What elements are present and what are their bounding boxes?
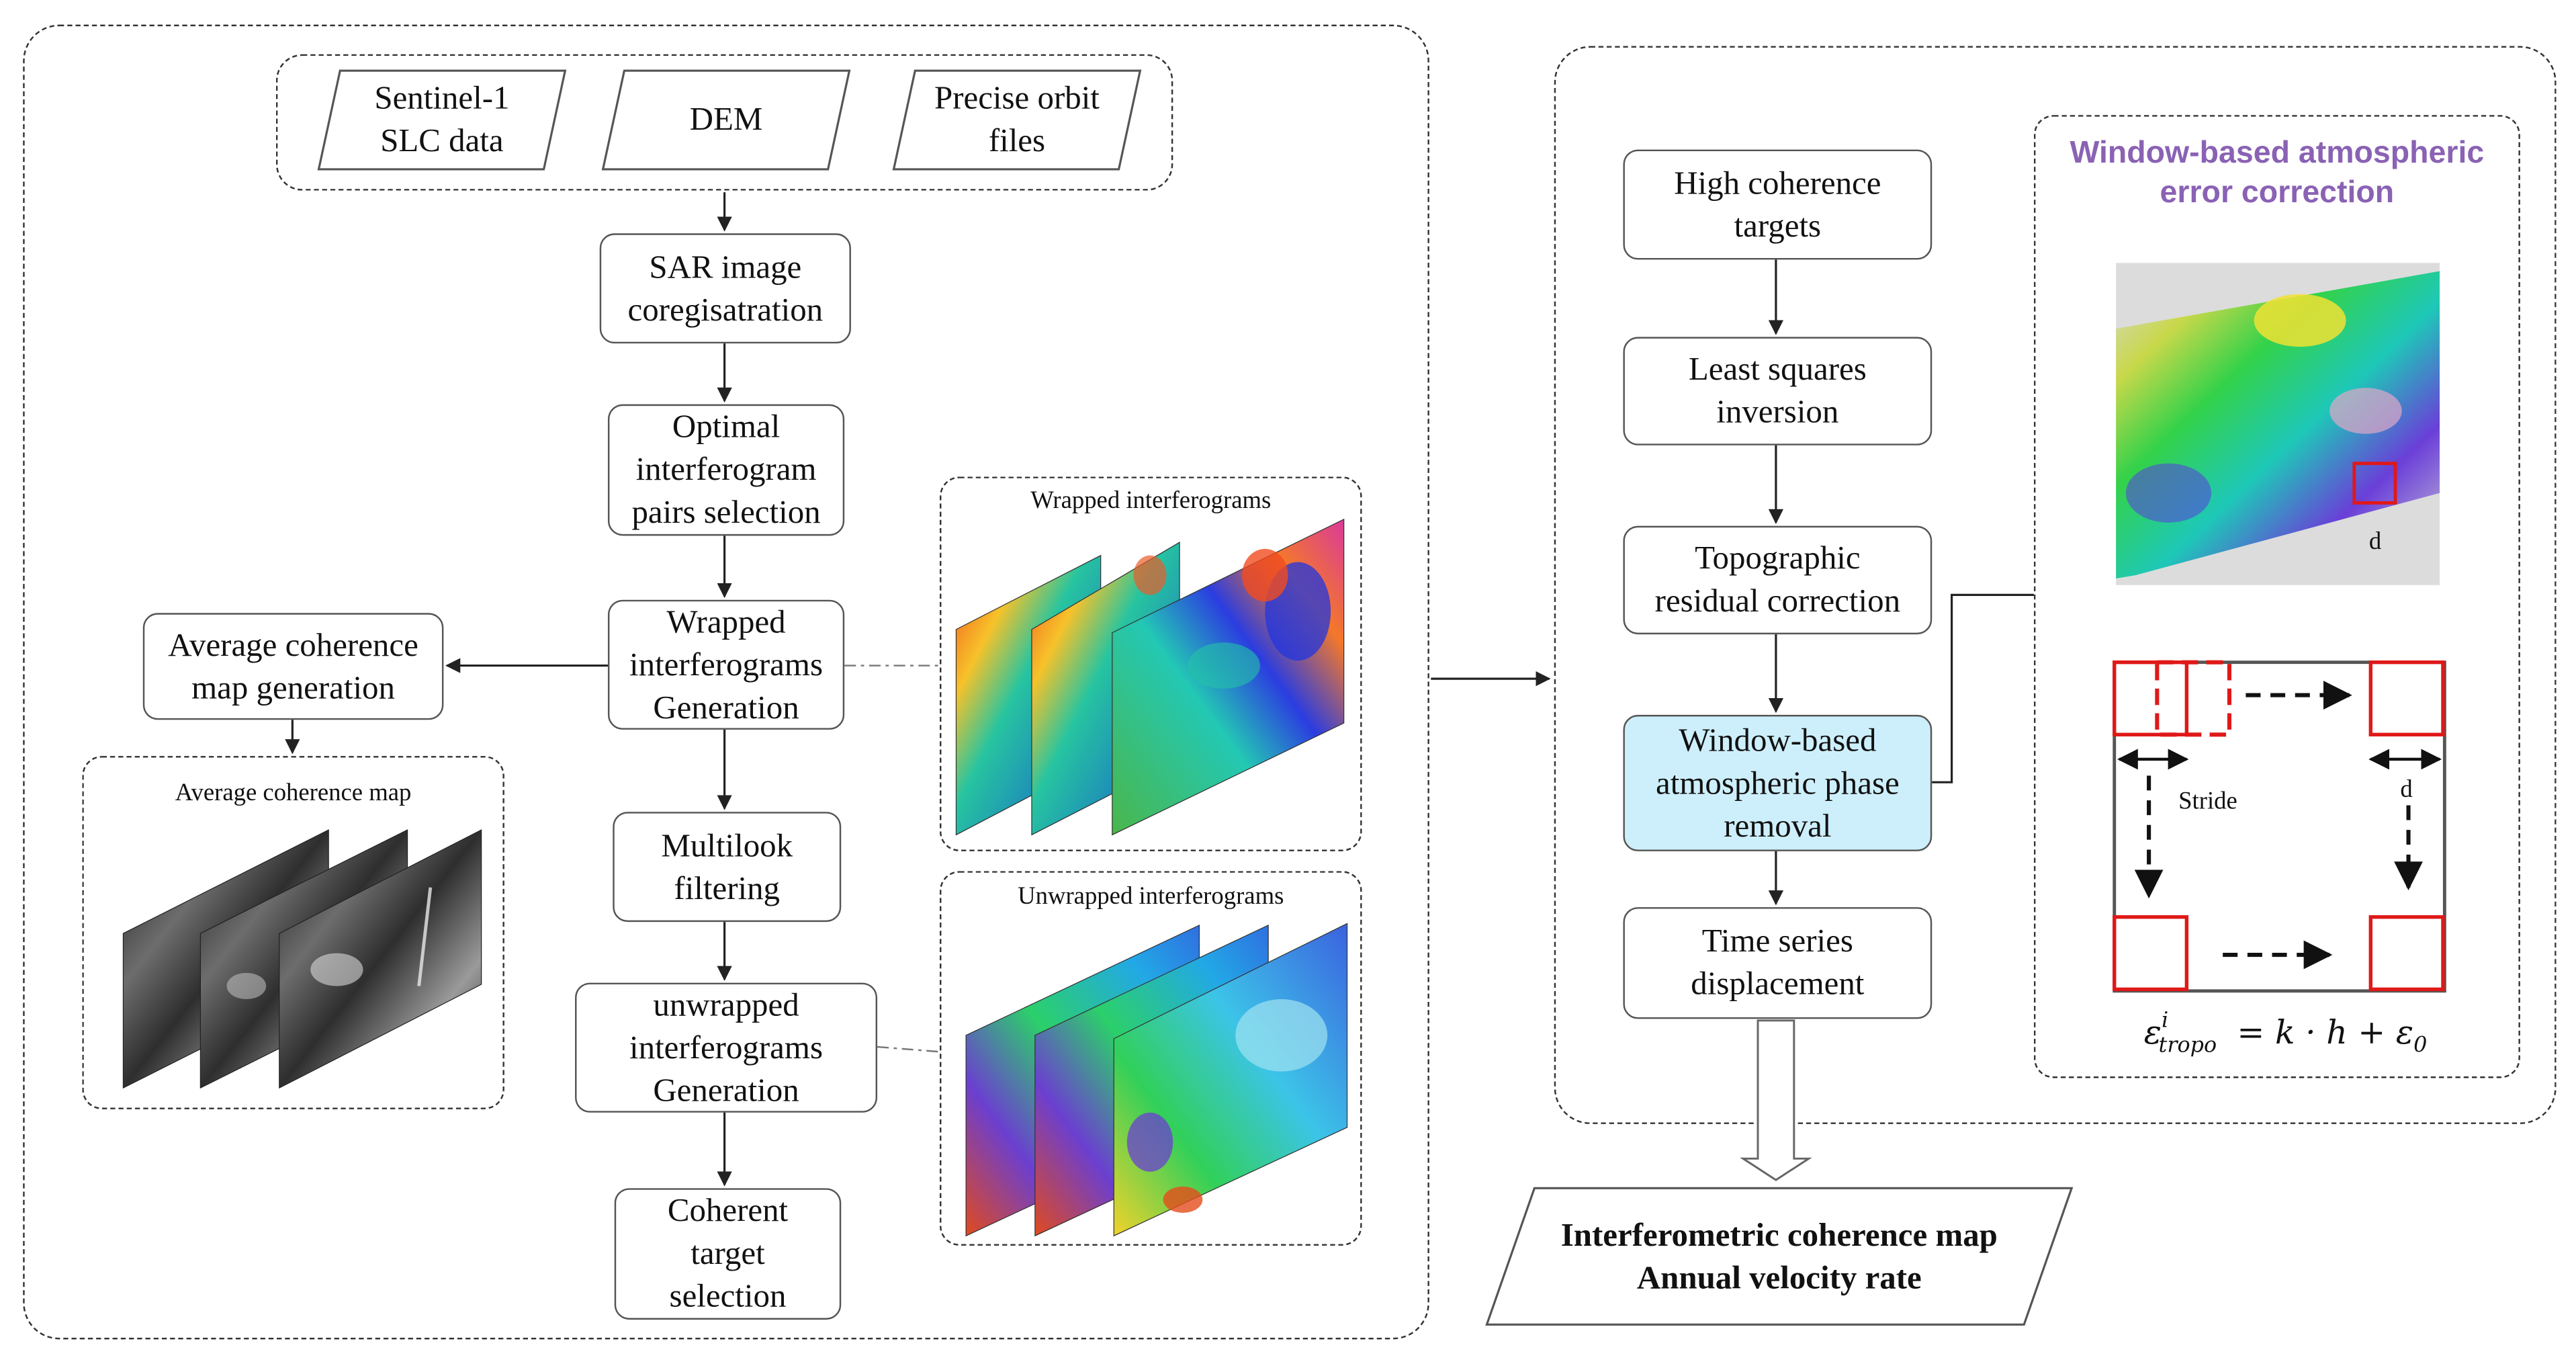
tropo-formula: εitropo = k · h + ε0 — [2143, 1009, 2428, 1059]
step-pair-selection: Optimal interferogram pairs selection — [607, 404, 845, 536]
wrapped-interferograms-frame — [939, 476, 1362, 851]
step-time-series-displacement: Time series displacement — [1623, 907, 1933, 1019]
step-average-coherence-generation: Average coherence map generation — [142, 613, 444, 720]
formula-sup: i — [2162, 1009, 2169, 1035]
step-window-atmospheric-removal: Window-based atmospheric phase removal — [1623, 714, 1933, 851]
input-sentinel1-slc: Sentinel-1 SLC data — [317, 69, 567, 171]
left-process-frame — [23, 24, 1429, 1340]
step-multilook-filtering: Multilook filtering — [613, 812, 842, 923]
formula-sub: tropo — [2158, 1033, 2217, 1059]
window-correction-title: Window-based atmospheric error correctio… — [2070, 136, 2485, 211]
input-label: Sentinel-1 SLC data — [374, 80, 510, 160]
output-results: Interferometric coherence map Annual vel… — [1485, 1187, 2074, 1326]
map-window-size-label: d — [2368, 529, 2382, 556]
input-label: Precise orbit files — [934, 80, 1100, 160]
right-process-frame — [1554, 46, 2557, 1124]
step-wrapped-generation: Wrapped interferograms Generation — [607, 599, 845, 730]
unwrapped-interferograms-frame — [939, 871, 1362, 1246]
step-topographic-residual-correction: Topographic residual correction — [1623, 525, 1933, 635]
stride-label: Stride — [2178, 788, 2237, 816]
formula-rhs: = k · h + ε — [2226, 1012, 2414, 1052]
step-unwrapped-generation: unwrapped interferograms Generation — [575, 982, 878, 1113]
window-d-label: d — [2400, 777, 2413, 804]
unwrapped-interferograms-caption: Unwrapped interferograms — [1018, 884, 1284, 910]
step-coherent-target-selection: Coherent target selection — [614, 1188, 842, 1320]
input-data-frame — [275, 54, 1173, 191]
formula-epsilon: ε — [2143, 1012, 2162, 1052]
output-label: Interferometric coherence map Annual vel… — [1560, 1217, 1998, 1296]
step-high-coherence-targets: High coherence targets — [1623, 149, 1933, 260]
formula-rhs-sub: 0 — [2413, 1033, 2428, 1059]
step-sar-coregistration: SAR image coregisatration — [599, 233, 851, 344]
step-least-squares-inversion: Least squares inversion — [1623, 337, 1933, 445]
average-coherence-caption: Average coherence map — [175, 780, 412, 807]
wrapped-interferograms-caption: Wrapped interferograms — [1030, 488, 1272, 515]
window-correction-frame — [2033, 115, 2520, 1078]
input-dem: DEM — [601, 69, 851, 171]
input-label: DEM — [689, 101, 763, 138]
input-precise-orbit: Precise orbit files — [892, 69, 1142, 171]
average-coherence-frame — [82, 756, 504, 1109]
